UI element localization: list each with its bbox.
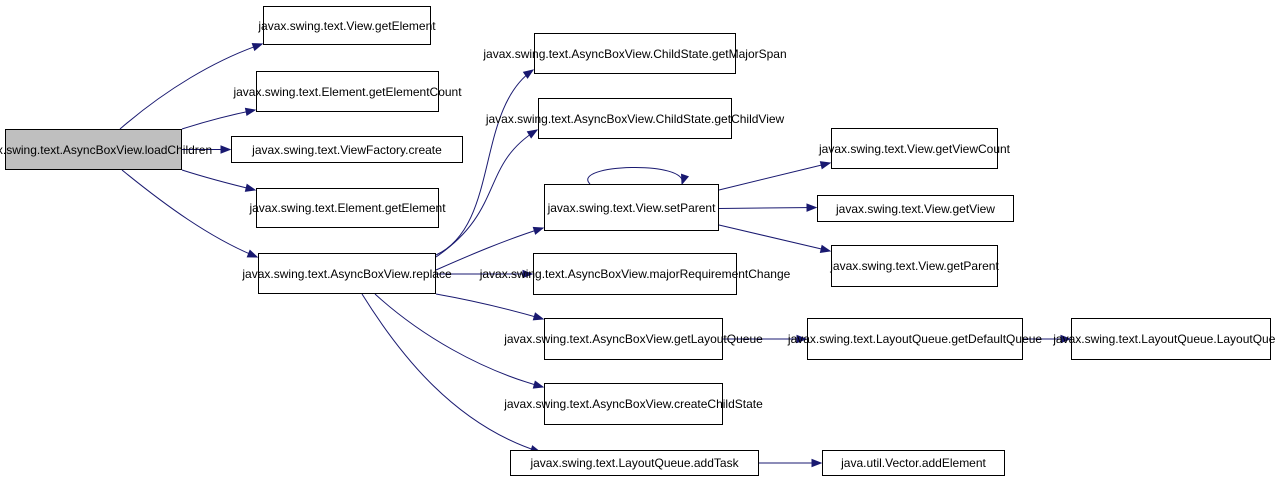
edge-arrowhead <box>246 249 259 258</box>
node-label-line: javax.swing.text.LayoutQueue.get <box>787 332 969 346</box>
edge-arrowhead <box>532 312 545 321</box>
node-childstate-getchildview[interactable]: javax.swing.text.AsyncBox View.ChildStat… <box>486 98 784 139</box>
node-label-line: javax.swing.text.View.set <box>547 200 681 215</box>
edge-loadChildren-to-replace <box>121 169 258 258</box>
edge-arrowhead <box>811 458 823 468</box>
edge-arrowhead <box>526 129 539 139</box>
node-element-getelementcount[interactable]: javax.swing.text.Element.get ElementCoun… <box>233 71 462 112</box>
edge-arrowhead <box>680 173 690 186</box>
node-label-line: DefaultQueue <box>968 332 1043 346</box>
node-label-line: javax.swing.text.Element.get <box>249 201 402 215</box>
node-label-line: View.majorRequirementChange <box>621 267 791 281</box>
node-label-line: ElementCount <box>385 84 462 99</box>
edge-replace-to-getLayoutQueue <box>435 293 544 320</box>
node-layoutqueue-getdefaultqueue[interactable]: javax.swing.text.LayoutQueue.get Default… <box>788 318 1042 360</box>
node-label-line: javax.swing.text.Element.get <box>233 84 386 99</box>
edge-loadChildren-to-elementGetElement <box>181 169 256 191</box>
edge-arrowhead <box>1060 334 1072 344</box>
node-viewfactory-create[interactable]: javax.swing.text.ViewFactory.create <box>231 136 463 163</box>
node-label-line: Parent <box>963 259 999 273</box>
node-label-line: View.getLayoutQueue <box>645 332 763 346</box>
edge-setParent-to-getViewCount <box>718 162 831 191</box>
node-layoutqueue-addtask[interactable]: javax.swing.text.LayoutQueue.addTask <box>510 450 759 476</box>
node-label-line: javax.swing.text.AsyncBox <box>504 397 646 411</box>
edge-arrowhead <box>819 161 832 170</box>
node-label-line: javax.swing.text.LayoutQueue.addTask <box>530 456 739 470</box>
edge-replace-to-addTask <box>361 293 541 453</box>
node-asyncboxview-getlayoutqueue[interactable]: javax.swing.text.AsyncBox View.getLayout… <box>504 318 763 360</box>
node-element-getelement[interactable]: javax.swing.text.Element.get Element <box>249 188 446 228</box>
edge-loadChildren-to-viewGetElement <box>119 43 263 130</box>
node-label-line: javax.swing.text.View.getView <box>836 201 995 216</box>
node-label-line: javax.swing.text.View.get <box>819 141 953 156</box>
node-childstate-getmajorspan[interactable]: javax.swing.text.AsyncBox View.ChildStat… <box>483 33 787 74</box>
node-layoutqueue-constructor[interactable]: javax.swing.text.LayoutQueue. LayoutQueu… <box>1053 318 1276 360</box>
node-view-getviewcount[interactable]: javax.swing.text.View.get ViewCount <box>819 128 1010 169</box>
edge-setParent-to-setParent <box>587 167 683 185</box>
node-label-line: javax.swing.text.View.get <box>830 259 964 273</box>
node-label-line: javax.swing.text.AsyncBox <box>479 267 622 281</box>
edge-arrowhead <box>796 334 808 344</box>
node-asyncboxview-loadchildren: javax.swing.text.AsyncBox View.loadChild… <box>0 129 212 170</box>
node-asyncboxview-createchildstate[interactable]: javax.swing.text.AsyncBox View.createChi… <box>504 383 763 425</box>
node-label-line: View.ChildState.getMajorSpan <box>624 46 787 61</box>
node-label-line: View.loadChildren <box>116 142 213 157</box>
node-label-line: javax.swing.text.AsyncBox <box>504 332 646 346</box>
node-view-setparent[interactable]: javax.swing.text.View.set Parent <box>544 184 719 231</box>
edge-replace-to-getChildView <box>435 129 538 258</box>
edge-arrowhead <box>220 145 232 154</box>
edge-arrowhead <box>806 203 818 212</box>
edge-arrowhead <box>522 269 534 279</box>
node-view-getview[interactable]: javax.swing.text.View.getView <box>817 195 1014 222</box>
node-asyncboxview-majorrequirementchange[interactable]: javax.swing.text.AsyncBox View.majorRequ… <box>480 253 790 295</box>
node-label-line: View.createChildState <box>645 397 763 411</box>
edge-arrowhead <box>532 226 545 235</box>
node-label-line: javax.swing.text.AsyncBox <box>485 111 628 126</box>
edge-setParent-to-getView <box>718 207 817 209</box>
edge-replace-to-setParent <box>435 227 544 271</box>
node-label-line: ViewCount <box>952 141 1011 156</box>
edge-replace-to-createChildState <box>374 293 544 388</box>
node-label-line: View.ChildState.getChildView <box>627 111 785 126</box>
node-label-line: Element <box>391 18 436 33</box>
edge-setParent-to-getParent <box>718 224 831 252</box>
edge-arrowhead <box>251 43 264 52</box>
node-asyncboxview-replace[interactable]: javax.swing.text.AsyncBox View.replace <box>242 253 452 294</box>
node-view-getparent[interactable]: javax.swing.text.View.get Parent <box>830 245 999 287</box>
node-label-line: View.replace <box>383 266 452 281</box>
edge-replace-to-getMajorSpan <box>435 69 534 256</box>
node-label-line: javax.swing.text.AsyncBox <box>483 46 625 61</box>
node-label-line: javax.swing.text.AsyncBox <box>242 266 384 281</box>
edge-arrowhead <box>244 107 257 117</box>
edge-arrowhead <box>244 183 257 192</box>
node-label-line: java.util.Vector.addElement <box>841 456 986 470</box>
node-label-line: javax.swing.text.AsyncBox <box>0 142 117 157</box>
node-label-line: javax.swing.text.View.get <box>258 18 392 33</box>
edge-arrowhead <box>522 69 535 79</box>
node-label-line: LayoutQueue <box>1216 332 1276 346</box>
node-label-line: Parent <box>680 200 716 215</box>
node-vector-addelement[interactable]: java.util.Vector.addElement <box>822 450 1005 476</box>
edge-loadChildren-to-elementGetElementCount <box>181 109 256 130</box>
edge-arrowhead <box>532 380 545 389</box>
node-label-line: javax.swing.text.LayoutQueue. <box>1053 332 1217 346</box>
node-view-getelement[interactable]: javax.swing.text.View.get Element <box>258 6 436 45</box>
edge-arrowhead <box>819 244 832 253</box>
node-label-line: Element <box>401 201 446 215</box>
node-label-line: javax.swing.text.ViewFactory.create <box>252 142 442 157</box>
